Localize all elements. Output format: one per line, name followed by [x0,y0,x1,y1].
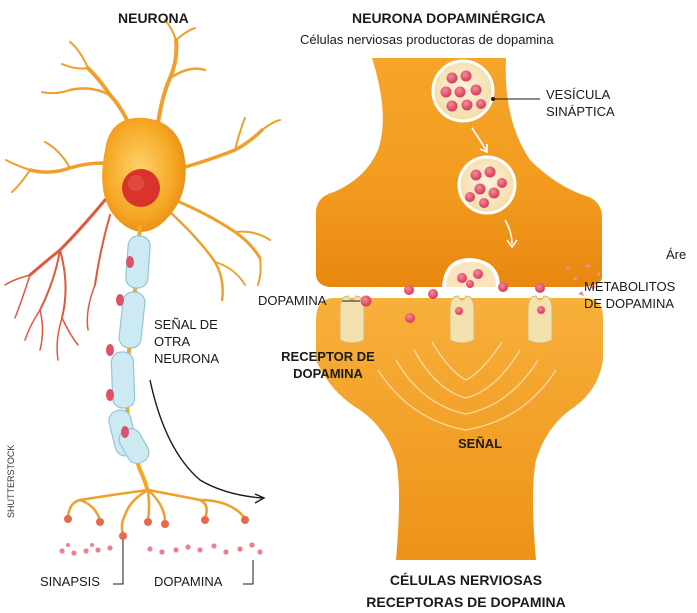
cleft-dopamine-label: DOPAMINA [258,293,326,308]
image-credit: SHUTTERSTOCK [6,445,16,518]
left-dopamine-label: DOPAMINA [154,574,222,589]
dopamine-dots-left [59,542,262,555]
signal-label: SEÑAL [458,436,502,451]
synapse-label: SINAPSIS [40,574,100,589]
area-label-fragment: Áre [666,247,686,262]
signal-arrow [150,380,262,498]
dendrites [5,200,110,360]
synaptic-vesicle-label: VESÍCULA SINÁPTICA [546,86,626,120]
receptor-label: RECEPTOR DE DOPAMINA [278,348,378,382]
receptor-cells-title-line2: RECEPTORAS DE DOPAMINA [346,594,586,610]
dopaminergic-neuron-title: NEURONA DOPAMINÉRGICA [352,10,546,26]
synapse-illustration [316,58,603,560]
axon-terminals [68,490,245,534]
metabolites-label: METABOLITOS DE DOPAMINA [584,278,696,312]
synapse-pointer [113,540,123,584]
neuron-title: NEURONA [118,10,189,26]
terminal-buttons [64,515,249,540]
dopaminergic-neuron-subtitle: Células nerviosas productoras de dopamin… [300,32,554,47]
signal-source-label: SEÑAL DE OTRA NEURONA [154,316,242,367]
receptor-cells-title-line1: CÉLULAS NERVIOSAS [366,572,566,588]
dopamine-pointer [243,560,253,584]
neuron-illustration [5,20,280,584]
